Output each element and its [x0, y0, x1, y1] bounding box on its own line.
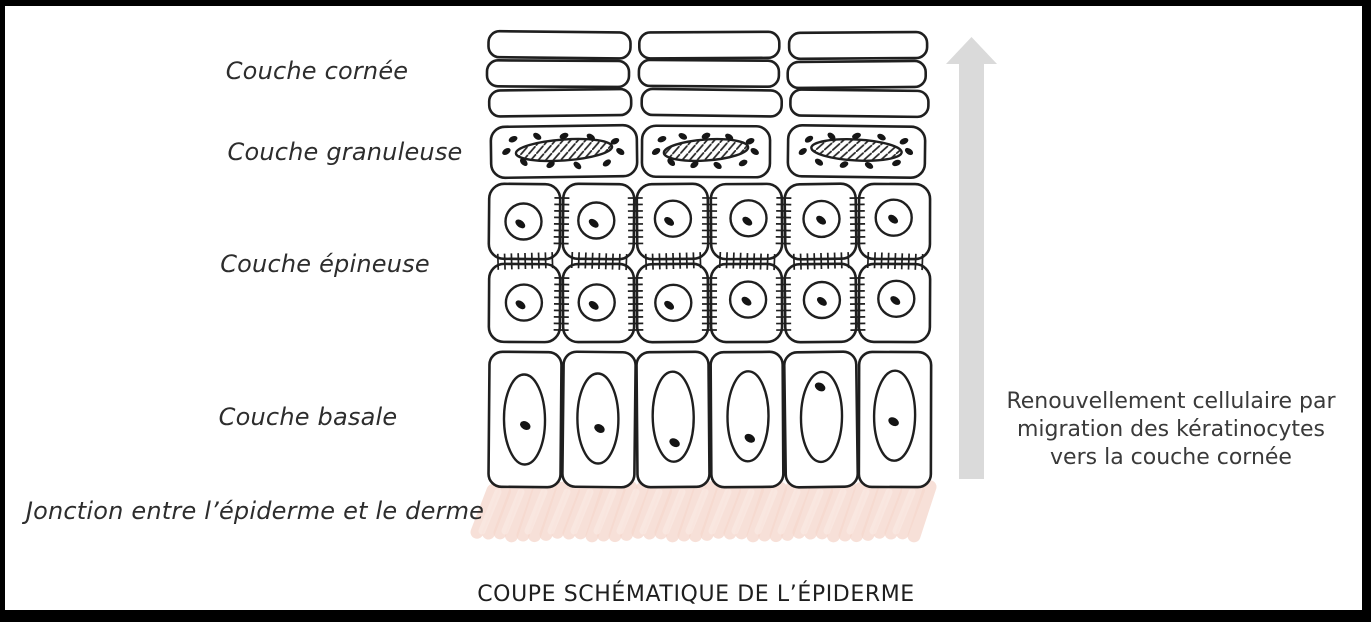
caption-line: Renouvellement cellulaire par [1006, 389, 1336, 414]
caption-line: vers la couche cornée [1050, 445, 1292, 470]
renewal-arrow-caption: Renouvellement cellulaire par migration … [988, 388, 1354, 472]
label-couche-basale: Couche basale [218, 403, 398, 431]
figure-title: COUPE SCHÉMATIQUE DE L’ÉPIDERME [477, 582, 915, 607]
caption-line: migration des kératinocytes [1016, 417, 1326, 442]
label-couche-epineuse: Couche épineuse [220, 250, 430, 278]
label-couche-cornee: Couche cornée [225, 57, 409, 85]
label-couche-granuleuse: Couche granuleuse [227, 138, 463, 166]
label-jonction-epiderme-derme: Jonction entre l’épiderme et le derme [25, 497, 485, 525]
